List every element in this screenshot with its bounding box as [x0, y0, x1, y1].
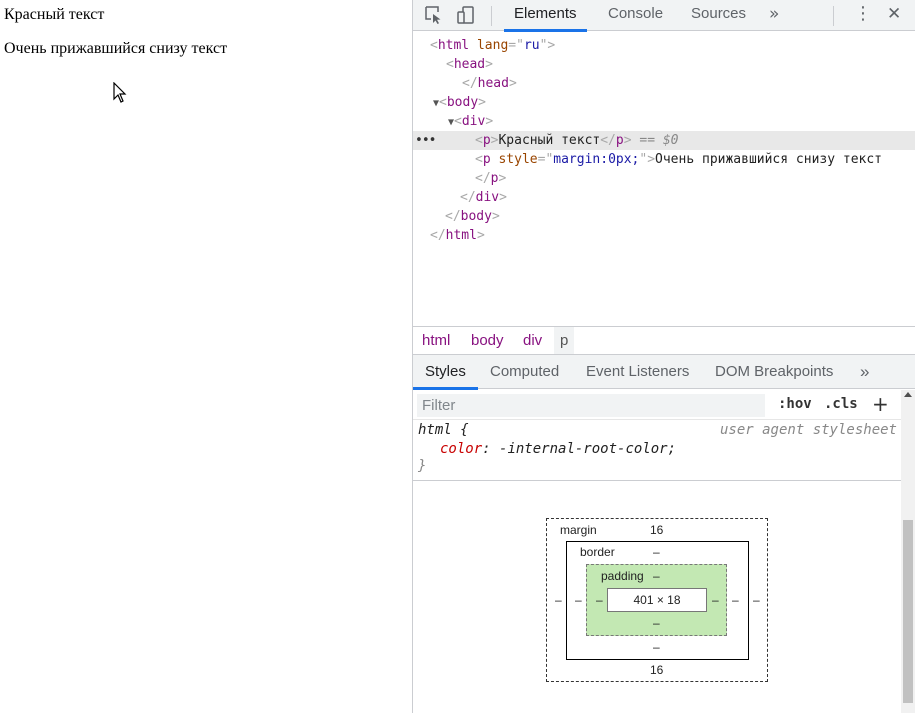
- tab-computed[interactable]: Computed: [490, 363, 560, 380]
- tab-sources[interactable]: Sources: [691, 5, 747, 22]
- dom-node-p2-close[interactable]: </p>: [475, 171, 507, 186]
- attr-name: style: [498, 152, 538, 167]
- attr-value: margin:0px;: [553, 152, 640, 167]
- selected-marker: == $0: [639, 133, 679, 148]
- dom-node-body[interactable]: ▼<body>: [433, 95, 486, 110]
- attr-value: ru: [523, 38, 540, 53]
- device-toolbar-icon[interactable]: [455, 4, 477, 26]
- margin-left-value[interactable]: –: [555, 593, 562, 607]
- scroll-thumb[interactable]: [903, 520, 913, 703]
- close-icon[interactable]: ✕: [887, 4, 902, 24]
- dom-node-div[interactable]: ▼<div>: [448, 114, 494, 129]
- dom-node-div-close[interactable]: </div>: [460, 190, 507, 205]
- padding-top-value[interactable]: –: [653, 569, 660, 583]
- property-name: color: [440, 441, 483, 457]
- expand-triangle-icon[interactable]: ▼: [448, 117, 455, 128]
- box-model-margin[interactable]: margin 16 16 – – border – – – – padding …: [546, 518, 768, 682]
- border-bottom-value[interactable]: –: [653, 640, 660, 654]
- more-tabs-icon[interactable]: »: [769, 4, 780, 24]
- box-model-padding[interactable]: padding – – – – 401 × 18: [586, 564, 727, 636]
- inspect-element-icon[interactable]: [423, 4, 445, 26]
- attr-name: lang: [476, 38, 509, 53]
- styles-filter-bar: :hov .cls +: [413, 390, 901, 420]
- add-rule-icon[interactable]: +: [872, 392, 889, 416]
- devtools-toolbar: Elements Console Sources » ⋮ ✕: [413, 0, 915, 32]
- ellipsis-icon[interactable]: •••: [415, 133, 437, 148]
- tab-event-listeners[interactable]: Event Listeners: [586, 363, 690, 380]
- kebab-menu-icon[interactable]: ⋮: [854, 3, 872, 24]
- styles-scrollbar[interactable]: [901, 390, 915, 713]
- breadcrumb-div[interactable]: div: [523, 332, 543, 349]
- p2-text: Очень прижавшийся снизу текст: [655, 152, 883, 167]
- dom-node-head[interactable]: <head>: [446, 57, 493, 72]
- property-value: -internal-root-color;: [499, 441, 677, 457]
- rule-close-brace: }: [418, 458, 427, 474]
- breadcrumb-body[interactable]: body: [471, 332, 504, 349]
- page-viewport: Красный текст Очень прижавшийся снизу те…: [0, 0, 412, 713]
- border-right-value[interactable]: –: [732, 593, 739, 607]
- padding-right-value[interactable]: –: [712, 593, 719, 607]
- more-tabs-icon[interactable]: »: [860, 362, 870, 381]
- dom-node-html-close[interactable]: </html>: [430, 228, 485, 243]
- breadcrumb-p[interactable]: p: [554, 327, 575, 354]
- bottom-text-paragraph: Очень прижавшийся снизу текст: [4, 40, 228, 57]
- margin-right-value[interactable]: –: [753, 593, 760, 607]
- dom-node-p2[interactable]: <p style="margin:0px;">Очень прижавшийся…: [475, 152, 883, 167]
- margin-label: margin: [560, 523, 597, 537]
- tab-dom-breakpoints[interactable]: DOM Breakpoints: [715, 363, 834, 380]
- devtools-panel: Elements Console Sources » ⋮ ✕ <html lan…: [412, 0, 915, 713]
- rule-selector[interactable]: html {: [418, 422, 469, 438]
- border-label: border: [580, 545, 615, 559]
- border-left-value[interactable]: –: [575, 593, 582, 607]
- padding-label: padding: [601, 569, 644, 583]
- hov-toggle[interactable]: :hov: [778, 396, 812, 412]
- margin-bottom-value[interactable]: 16: [650, 663, 664, 677]
- dom-node-html[interactable]: <html lang="ru">: [430, 38, 556, 53]
- rule-declaration[interactable]: color: -internal-root-color;: [440, 441, 677, 457]
- tab-elements[interactable]: Elements: [504, 0, 586, 32]
- expand-triangle-icon[interactable]: ▼: [433, 98, 440, 109]
- toolbar-divider-2: [833, 6, 834, 26]
- filter-input[interactable]: [417, 394, 765, 417]
- dom-node-head-close[interactable]: </head>: [462, 76, 517, 91]
- toolbar-divider: [491, 6, 492, 26]
- rule-origin: user agent stylesheet: [719, 422, 897, 438]
- dom-node-body-close[interactable]: </body>: [445, 209, 500, 224]
- css-rule: html { user agent stylesheet color: -int…: [413, 420, 901, 481]
- padding-left-value[interactable]: –: [596, 593, 603, 607]
- breadcrumb-html[interactable]: html: [422, 332, 451, 349]
- border-top-value[interactable]: –: [653, 545, 660, 559]
- mouse-cursor-icon: [113, 82, 127, 103]
- red-text-paragraph: Красный текст: [4, 6, 105, 23]
- dom-node-p-selected[interactable]: ••• <p>Красный текст</p> == $0: [413, 131, 915, 150]
- padding-bottom-value[interactable]: –: [653, 616, 660, 630]
- margin-top-value[interactable]: 16: [650, 523, 664, 537]
- styles-tabbar: Styles Computed Event Listeners DOM Brea…: [413, 355, 915, 390]
- breadcrumb: html body div p: [413, 326, 915, 355]
- p-text: Красный текст: [498, 133, 601, 148]
- tab-styles[interactable]: Styles: [413, 355, 478, 390]
- tab-console[interactable]: Console: [608, 5, 664, 22]
- dom-tree: <html lang="ru"> <head> </head> ▼<body> …: [413, 32, 915, 326]
- cls-toggle[interactable]: .cls: [824, 396, 858, 412]
- scroll-up-arrow-icon[interactable]: [904, 392, 912, 397]
- box-model-border[interactable]: border – – – – padding – – – – 401 × 18: [566, 541, 749, 660]
- box-model-content[interactable]: 401 × 18: [607, 588, 707, 612]
